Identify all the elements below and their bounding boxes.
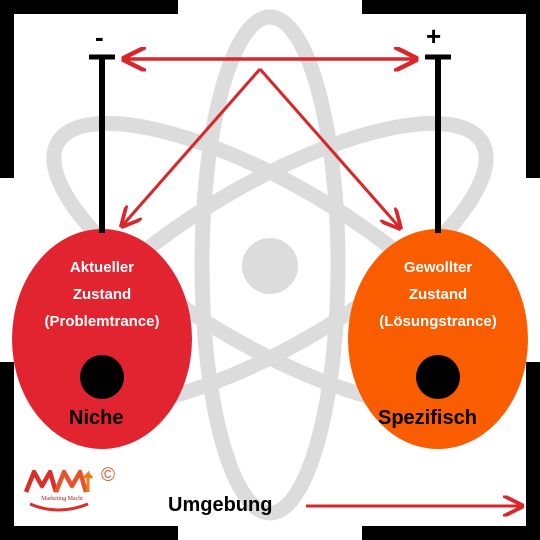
target-state-dot <box>416 355 460 399</box>
target-state-line-1: Gewollter <box>403 259 473 276</box>
environment-label: Umgebung <box>168 494 273 516</box>
current-state-ellipse <box>12 229 192 449</box>
frame-corner-top-right <box>526 0 540 178</box>
atom-nucleus <box>242 238 298 294</box>
positive-pole-label: + <box>426 21 442 51</box>
frame-corner-bottom-right <box>526 362 540 540</box>
copyright-mark: © <box>101 465 115 486</box>
frame-corner-top-right-h <box>362 0 540 14</box>
frame-corner-bottom-left-h <box>0 526 178 540</box>
frame-corner-bottom-left <box>0 362 14 540</box>
target-state-line-3: (Lösungstrance) <box>379 313 497 330</box>
current-state-dot <box>80 355 124 399</box>
current-state-node-label: Niche <box>69 407 124 429</box>
frame-corner-bottom-right-h <box>362 526 540 540</box>
current-state-line-2: Zustand <box>72 286 132 303</box>
arrow-to-target-state <box>258 68 400 228</box>
target-state-ellipse <box>348 229 528 449</box>
arrow-to-current-state <box>122 68 262 226</box>
target-state-node-label: Spezifisch <box>378 407 477 429</box>
negative-pole-label: - <box>95 22 104 52</box>
current-state-line-1: Aktueller <box>69 259 135 276</box>
logo-caption: Marketing Macht <box>41 496 83 502</box>
atom-orbit-vertical <box>194 9 346 521</box>
marketing-macht-logo-icon <box>23 469 94 512</box>
frame-corner-top-left-h <box>0 0 178 14</box>
frame-corner-top-left <box>0 0 14 178</box>
current-state-line-3: (Problemtrance) <box>44 313 160 330</box>
target-state-line-2: Zustand <box>408 286 468 303</box>
